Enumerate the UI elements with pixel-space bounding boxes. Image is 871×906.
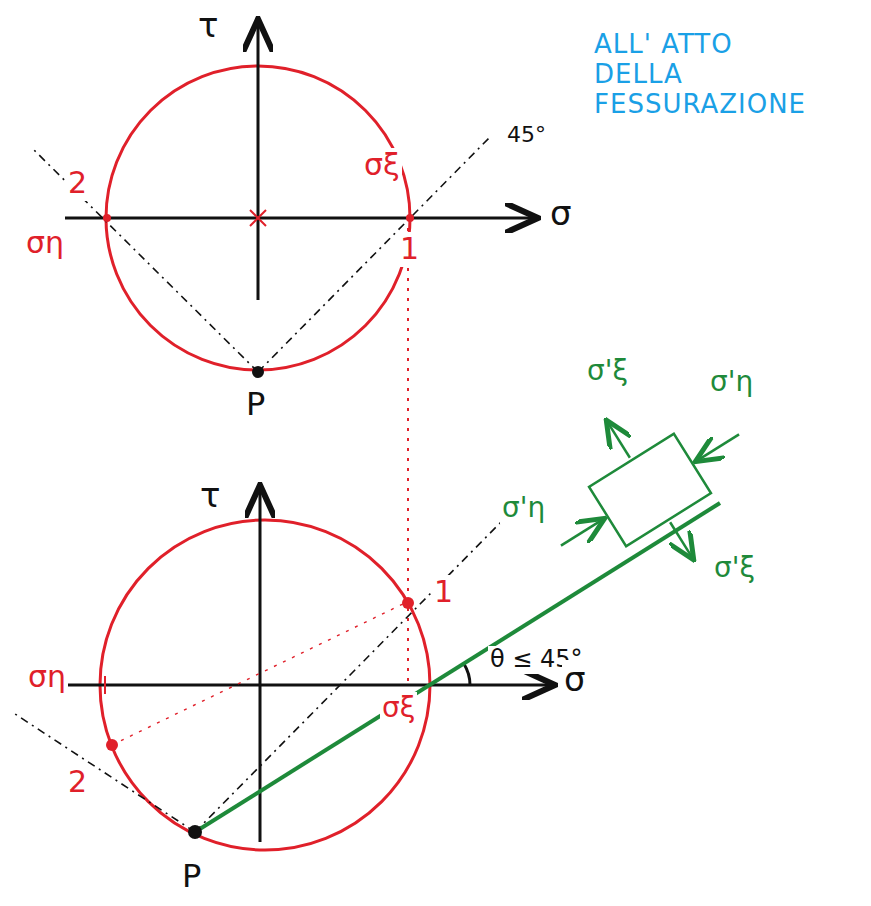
pole-label: P <box>180 858 203 895</box>
axis-label: τ <box>196 6 220 45</box>
point-number: 2 <box>66 166 89 201</box>
axis-label: σ <box>562 660 588 699</box>
bottom-mohr-circle <box>12 488 720 850</box>
stress-label: ση <box>24 226 66 261</box>
axis-label: τ <box>198 476 222 515</box>
stress-label: σ'η <box>708 366 755 398</box>
angle-label: 45° <box>505 122 548 147</box>
stress-label: ση <box>26 660 68 695</box>
point-number: 1 <box>432 575 455 610</box>
stress-label: σ'ξ <box>712 552 757 584</box>
point-number: 2 <box>66 765 89 800</box>
stress-label: σξ <box>380 692 417 724</box>
stress-label: σ'η <box>500 492 547 524</box>
point-number: 1 <box>398 232 421 267</box>
stress-label: σξ <box>362 148 402 183</box>
top-mohr-circle <box>32 22 535 378</box>
stress-element <box>519 367 782 614</box>
pole-label: P <box>244 386 267 423</box>
axis-label: σ <box>548 194 574 233</box>
stress-label: σ'ξ <box>585 355 630 387</box>
note-text: ALL' ATTO DELLA FESSURAZIONE <box>592 30 796 120</box>
